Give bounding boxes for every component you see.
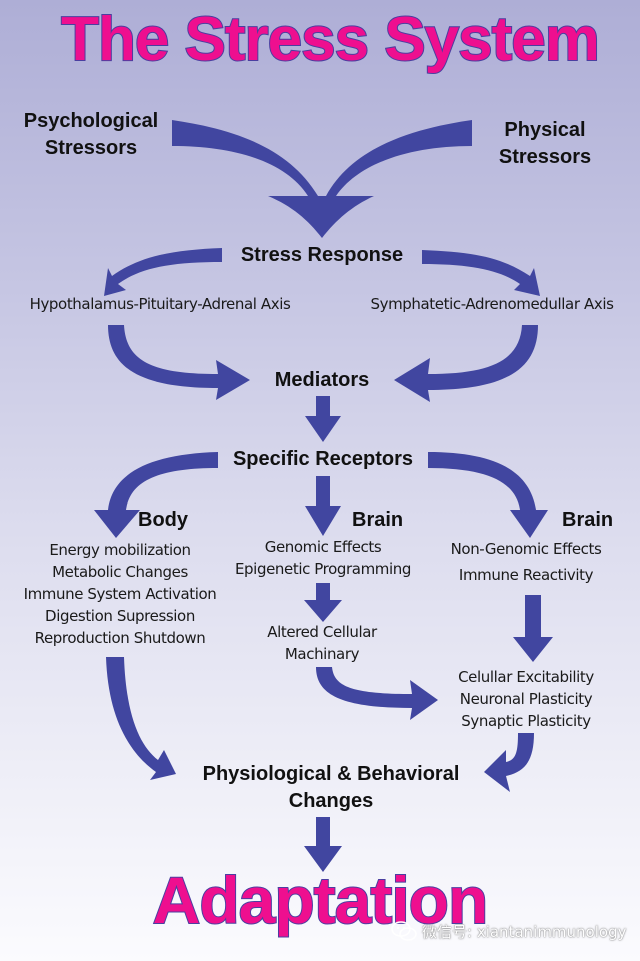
arrow-nongenomic-to-plasticity [513, 595, 553, 662]
arrow-hpa-to-mediators [108, 325, 250, 400]
arrow-mediators-to-receptors [305, 396, 341, 442]
arrow-altered-to-plasticity [316, 667, 438, 720]
brain-nongenomic-effect: Immune Reactivity [458, 566, 594, 584]
mediators-label: Mediators [274, 369, 370, 391]
plasticity-item: Neuronal Plasticity [459, 690, 593, 708]
brain-nongenomic-effects: Non-Genomic Effects Immune Reactivity [434, 538, 618, 586]
body-effect: Energy mobilization [49, 541, 191, 559]
brain-genomic-effect: Epigenetic Programming [234, 560, 411, 578]
brain-nongenomic-label: Brain [562, 509, 614, 531]
physiological-behavioral-changes: Physiological & Behavioral Changes [176, 761, 486, 815]
arrow-physical-to-response [326, 120, 472, 196]
body-effect: Metabolic Changes [52, 563, 188, 581]
altered-cellular-machinary: Altered Cellular Machinary [240, 621, 404, 665]
psychological-line-2: Stressors [44, 137, 138, 159]
arrow-response-to-hpa [104, 248, 222, 296]
body-effect: Digestion Supression [45, 607, 195, 625]
arrow-stressors-head [268, 196, 374, 238]
arrow-response-to-sam [422, 250, 540, 296]
arrow-receptors-to-brain-nongenomic [428, 452, 548, 538]
plasticity-list: Celullar Excitability Neuronal Plasticit… [436, 666, 616, 732]
plasticity-item: Celullar Excitability [458, 668, 594, 686]
body-label: Body [138, 509, 188, 531]
arrow-receptors-to-body [94, 452, 218, 538]
wechat-icon [391, 921, 417, 941]
arrow-genomic-to-altered [304, 583, 342, 622]
changes-line-2: Changes [288, 790, 374, 812]
arrow-receptors-to-brain-genomic [305, 476, 341, 536]
adaptation-label: Adaptation [152, 862, 490, 938]
changes-line-1: Physiological & Behavioral [202, 763, 460, 785]
body-effects-list: Energy mobilization Metabolic Changes Im… [10, 539, 230, 649]
stress-response-label: Stress Response [240, 244, 404, 266]
brain-genomic-effect: Genomic Effects [264, 538, 382, 556]
arrow-psychological-to-response [172, 120, 318, 196]
body-effect: Reproduction Shutdown [34, 629, 206, 647]
physical-stressors-label: Physical Stressors [486, 117, 604, 171]
body-effect: Immune System Activation [23, 585, 217, 603]
sam-axis-label: Symphatetic-Adrenomedullar Axis [370, 295, 614, 313]
brain-genomic-label: Brain [352, 509, 404, 531]
arrow-plasticity-to-changes [484, 733, 534, 792]
altered-line-1: Altered Cellular [267, 623, 377, 641]
watermark-text: 微信号: xiantanimmunology [422, 922, 627, 941]
altered-line-2: Machinary [284, 645, 360, 663]
brain-genomic-effects: Genomic Effects Epigenetic Programming [222, 536, 424, 580]
physical-line-2: Stressors [498, 146, 592, 168]
physical-line-1: Physical [504, 119, 586, 141]
arrow-changes-to-adaptation [304, 817, 342, 872]
brain-nongenomic-effect: Non-Genomic Effects [450, 540, 602, 558]
arrow-body-to-changes [106, 657, 176, 780]
specific-receptors-label: Specific Receptors [232, 448, 414, 470]
hpa-axis-label: Hypothalamus-Pituitary-Adrenal Axis [29, 295, 291, 313]
arrow-sam-to-mediators [394, 325, 538, 402]
plasticity-item: Synaptic Plasticity [461, 712, 591, 730]
page-title: The Stress System [60, 4, 601, 75]
psychological-line-1: Psychological [23, 110, 159, 132]
psychological-stressors-label: Psychological Stressors [18, 108, 164, 162]
watermark: 微信号: xiantanimmunology [390, 920, 626, 942]
